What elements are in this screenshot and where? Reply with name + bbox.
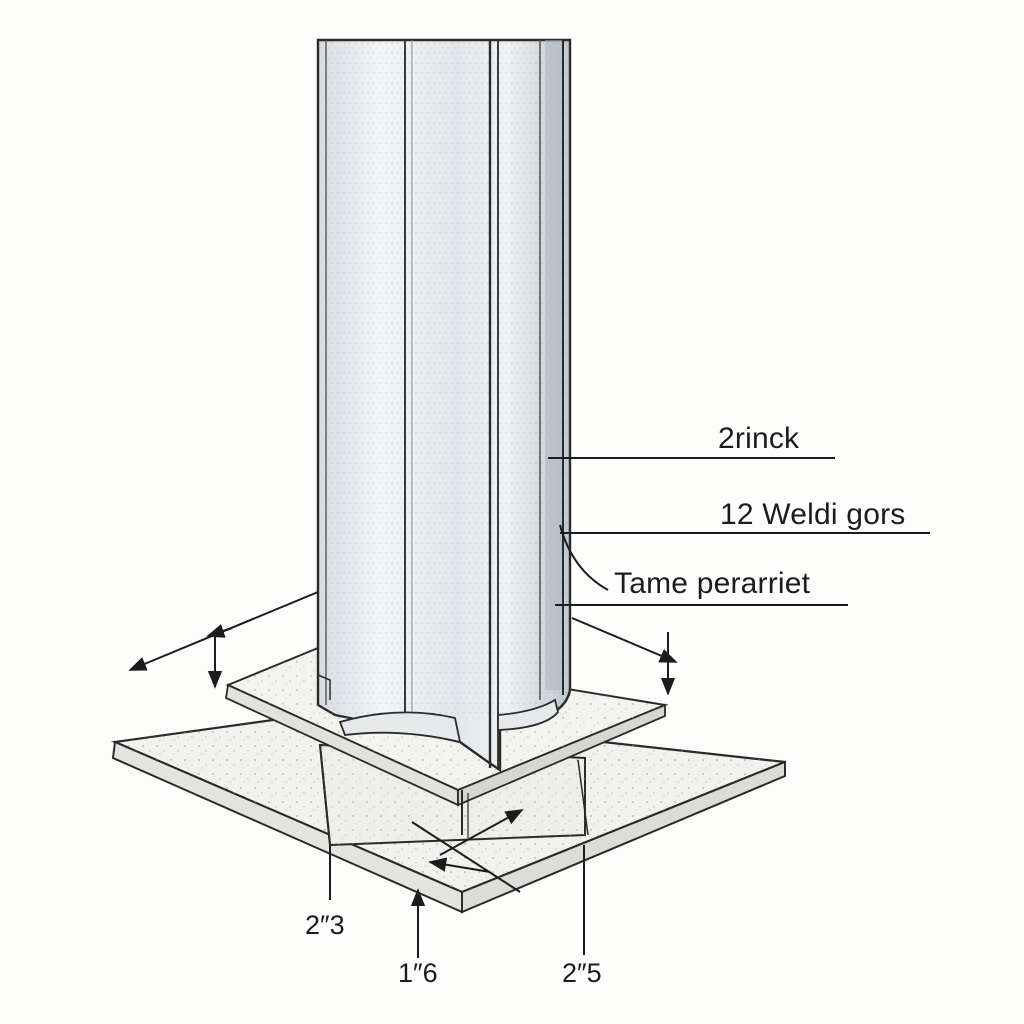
- cross-arrow-a: [439, 809, 524, 856]
- dimension-arrows: [128, 591, 678, 958]
- callout-leaders: [548, 457, 930, 606]
- dimension-center-label: 1″6: [398, 958, 438, 988]
- cross-arrow-b: [411, 821, 521, 893]
- dimension-right-label: 2″5: [562, 958, 602, 988]
- callout-top-label: 2rinck: [718, 422, 800, 455]
- left-tick-arrow: [206, 624, 233, 638]
- callout-middle-label: 12 Weldi gors: [720, 498, 906, 531]
- dimension-left-label: 2″3: [305, 910, 345, 940]
- callout-bottom-label: Tame perarriet: [614, 567, 811, 600]
- cross-arrow-c: [428, 857, 491, 873]
- right-width-arrow: [571, 617, 678, 663]
- leader-bottom: [559, 524, 609, 591]
- column-shaft: [316, 38, 572, 773]
